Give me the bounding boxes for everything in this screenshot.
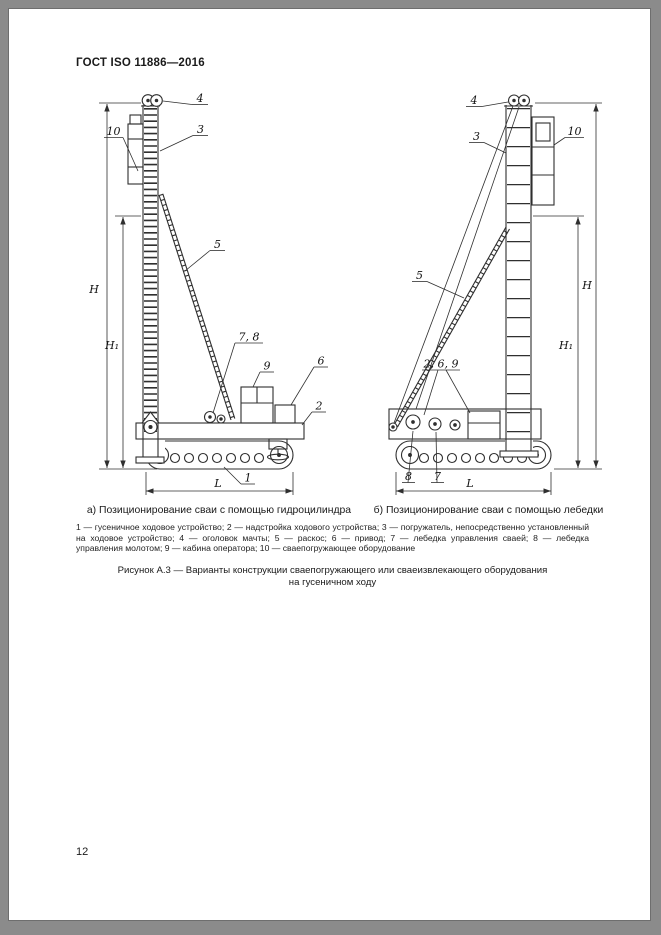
- label-track-a: 1: [245, 472, 252, 485]
- dim-label-h1-b: H₁: [558, 339, 573, 352]
- label-drive-a: 6: [318, 355, 325, 368]
- doc-header: ГОСТ ISO 11886—2016: [76, 57, 205, 69]
- crawler-track-b: [395, 440, 552, 470]
- part-label-2-6-9-b: 2, 6, 9: [422, 358, 471, 416]
- part-label-3-b: 3: [469, 130, 507, 154]
- document-page: ГОСТ ISO 11886—2016 H H₁ L: [8, 8, 651, 921]
- label-winches-a: 7, 8: [239, 331, 260, 344]
- dimension-lines-a: [99, 102, 294, 495]
- part-label-10-a: 10: [104, 125, 139, 172]
- label-equipment-b: 10: [568, 125, 582, 138]
- mast-foot-mask-b: [505, 440, 533, 453]
- figure-legend: 1 — гусеничное ходовое устройство; 2 — н…: [76, 522, 589, 554]
- part-label-2-a: 2: [301, 400, 326, 426]
- label-mast-head-b: 4: [470, 94, 478, 107]
- subcaption-a: а) Позиционирование сваи с помощью гидро…: [86, 505, 352, 516]
- label-hammer-winch-b: 8: [405, 470, 412, 483]
- part-label-10-b: 10: [553, 125, 584, 146]
- label-driver-b: 3: [473, 130, 480, 143]
- part-label-4-a: 4: [162, 92, 208, 105]
- part-label-7-b: 7: [431, 431, 444, 483]
- part-label-5-a: 5: [184, 238, 225, 272]
- mast-foot-mask-a: [141, 440, 165, 458]
- superstructure-a: [135, 386, 305, 461]
- pile-equipment-b: [531, 116, 555, 206]
- figure-caption-line-2: на гусеничном ходу: [288, 577, 377, 588]
- dim-label-l-a: L: [213, 477, 221, 490]
- diagram-b: H H₁ L: [388, 94, 602, 495]
- dim-label-h-b: H: [581, 279, 592, 292]
- pile-equipment-a: [127, 114, 144, 185]
- label-superstructure-a: 2: [315, 400, 323, 413]
- part-label-7-8-a: 7, 8: [212, 331, 263, 414]
- subcaption-b: б) Позиционирование сваи с помощью лебед…: [373, 505, 604, 516]
- part-label-1-a: 1: [223, 466, 255, 485]
- label-group-b: 2, 6, 9: [423, 358, 459, 371]
- page-number: 12: [76, 846, 89, 858]
- label-driver-a: 3: [197, 123, 204, 136]
- dim-label-h1-a: H₁: [104, 339, 119, 352]
- mast-a: [135, 94, 165, 464]
- label-cabin-a: 9: [264, 360, 271, 373]
- part-label-4-b: 4: [466, 94, 509, 107]
- mast-brace-a: [158, 193, 236, 421]
- superstructure-b: [388, 408, 542, 440]
- label-mast-head-a: 4: [196, 92, 204, 105]
- part-label-9-a: 9: [252, 360, 274, 388]
- label-equipment-a: 10: [107, 125, 121, 138]
- part-label-5-b: 5: [412, 269, 465, 299]
- part-label-3-a: 3: [159, 123, 208, 152]
- dimension-lines-b: [395, 102, 602, 495]
- part-label-8-b: 8: [402, 430, 415, 483]
- figure-caption-line-1: Рисунок А.3 — Варианты конструкции сваеп…: [117, 565, 548, 576]
- label-brace-b: 5: [416, 269, 423, 282]
- part-label-6-a: 6: [290, 355, 328, 406]
- figure-caption: Рисунок А.3 — Варианты конструкции сваеп…: [76, 565, 589, 589]
- winch-cables-b: [393, 105, 520, 424]
- label-brace-a: 5: [214, 238, 221, 251]
- dim-label-h-a: H: [88, 283, 99, 296]
- diagram-a: H H₁ L: [88, 92, 328, 495]
- mast-b: [499, 94, 539, 458]
- mast-brace-b: [388, 226, 510, 432]
- dim-label-l-b: L: [465, 477, 473, 490]
- label-pile-winch-b: 7: [434, 470, 441, 483]
